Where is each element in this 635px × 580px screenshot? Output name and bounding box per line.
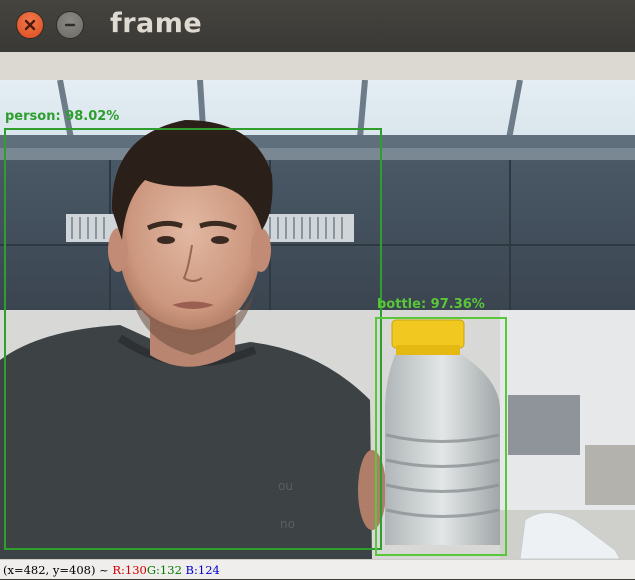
window-titlebar: frame: [0, 0, 635, 52]
status-bar: (x=482, y=408) ~ R:130G:132 B:124: [0, 559, 635, 579]
camera-image: ou no perso: [0, 80, 635, 559]
toolbar-strip: [0, 52, 635, 81]
window-title: frame: [110, 8, 203, 39]
pixel-green-value: G:132: [146, 563, 182, 577]
video-frame[interactable]: ou no perso: [0, 80, 635, 559]
close-button[interactable]: [16, 11, 44, 39]
svg-text:no: no: [280, 517, 295, 531]
detection-label-person: person: 98.02%: [5, 109, 119, 124]
close-icon: [24, 19, 36, 31]
detection-label-bottle: bottle: 97.36%: [377, 297, 485, 312]
pixel-red-value: R:130: [112, 563, 147, 577]
cursor-coordinates: (x=482, y=408) ~: [3, 563, 109, 577]
svg-text:ou: ou: [278, 479, 293, 493]
detection-box-bottle: [375, 317, 507, 556]
detection-box-person: [4, 128, 382, 550]
minimize-button[interactable]: [56, 11, 84, 39]
minimize-icon: [64, 23, 76, 27]
pixel-blue-value: B:124: [185, 563, 220, 577]
